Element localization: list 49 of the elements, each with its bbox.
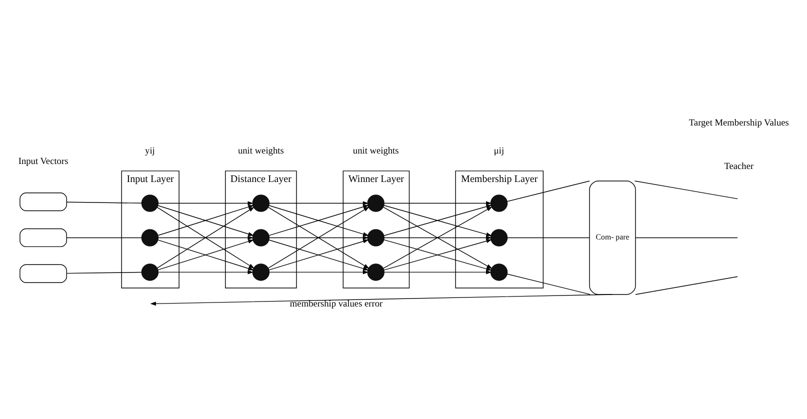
arrow xyxy=(384,201,492,206)
cluster: Winner Layer xyxy=(342,170,410,288)
arrow xyxy=(158,205,254,236)
cluster: Membership Layer xyxy=(455,170,544,288)
node-circle xyxy=(367,229,384,246)
connector xyxy=(507,237,590,238)
node-box xyxy=(20,228,67,248)
label: yij xyxy=(145,146,155,156)
label: Target Membership Values xyxy=(688,118,789,128)
arrow xyxy=(150,294,613,306)
arrow xyxy=(158,236,254,240)
arrow xyxy=(384,270,492,274)
label: Teacher xyxy=(724,162,754,172)
node-circle xyxy=(490,229,508,246)
node-circle xyxy=(252,229,270,246)
node-circle xyxy=(490,194,508,212)
label: μij xyxy=(494,146,504,156)
node-circle xyxy=(141,264,159,281)
node-circle xyxy=(141,194,159,212)
label: Input Vectors xyxy=(18,157,68,168)
label: unit weights xyxy=(238,146,284,156)
node-circle xyxy=(252,194,270,212)
node-box xyxy=(20,192,67,212)
node-box xyxy=(20,264,67,283)
node-circle xyxy=(367,194,384,212)
arrow xyxy=(384,236,492,240)
connector xyxy=(635,276,738,295)
connector xyxy=(506,274,591,295)
connector xyxy=(66,202,142,204)
cluster: Input Layer xyxy=(121,170,180,288)
node-circle xyxy=(252,264,270,281)
connector xyxy=(634,180,738,200)
connector xyxy=(66,237,142,238)
node-circle xyxy=(367,264,384,281)
arrow xyxy=(383,206,492,269)
cluster: Distance Layer xyxy=(225,170,297,288)
connector xyxy=(66,272,142,274)
arrow xyxy=(158,270,254,274)
edge-label: membership values error xyxy=(290,300,383,310)
node-circle xyxy=(490,264,508,281)
label: unit weights xyxy=(352,146,399,156)
connector xyxy=(506,180,590,202)
node-circle xyxy=(141,229,159,246)
arrow xyxy=(268,236,369,240)
arrow xyxy=(268,270,369,274)
arrow xyxy=(158,201,254,206)
node-box: Com- pare xyxy=(589,180,636,295)
arrow xyxy=(268,201,369,206)
connector xyxy=(635,237,738,238)
